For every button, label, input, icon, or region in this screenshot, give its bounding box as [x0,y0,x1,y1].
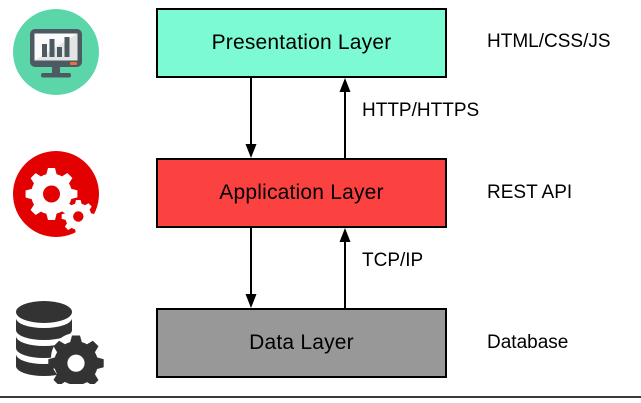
gears-icon [8,146,104,242]
side-label-data: Database [487,332,569,353]
connector-bottom-arrows [245,228,351,308]
monitor-chart-icon-svg [13,9,99,95]
connector-presentation-application: HTTP/HTTPS [156,78,516,158]
layer-box-presentation[interactable]: Presentation Layer [156,8,447,78]
side-label-application: REST API [487,182,573,203]
down-arrow-head [245,144,257,158]
gears-icon-svg [13,151,99,237]
layer-box-data-label: Data Layer [249,331,354,354]
database-gear-icon-svg [16,301,104,391]
side-label-presentation: HTML/CSS/JS [487,31,611,52]
database-gear-icon [8,288,104,391]
up-arrow-head [339,228,351,242]
connector-application-data: TCP/IP [156,228,516,308]
layer-box-data[interactable]: Data Layer [156,308,447,378]
protocol-label-tcpip: TCP/IP [362,250,424,271]
down-arrow-head [245,294,257,308]
layer-box-application-label: Application Layer [219,181,384,204]
up-arrow-head [339,78,351,92]
connector-top-arrows [245,78,351,158]
layer-box-presentation-label: Presentation Layer [211,31,392,54]
bottom-divider [0,396,641,398]
layer-box-application[interactable]: Application Layer [156,158,447,228]
monitor-chart-icon [8,4,104,100]
protocol-label-http: HTTP/HTTPS [362,100,480,121]
